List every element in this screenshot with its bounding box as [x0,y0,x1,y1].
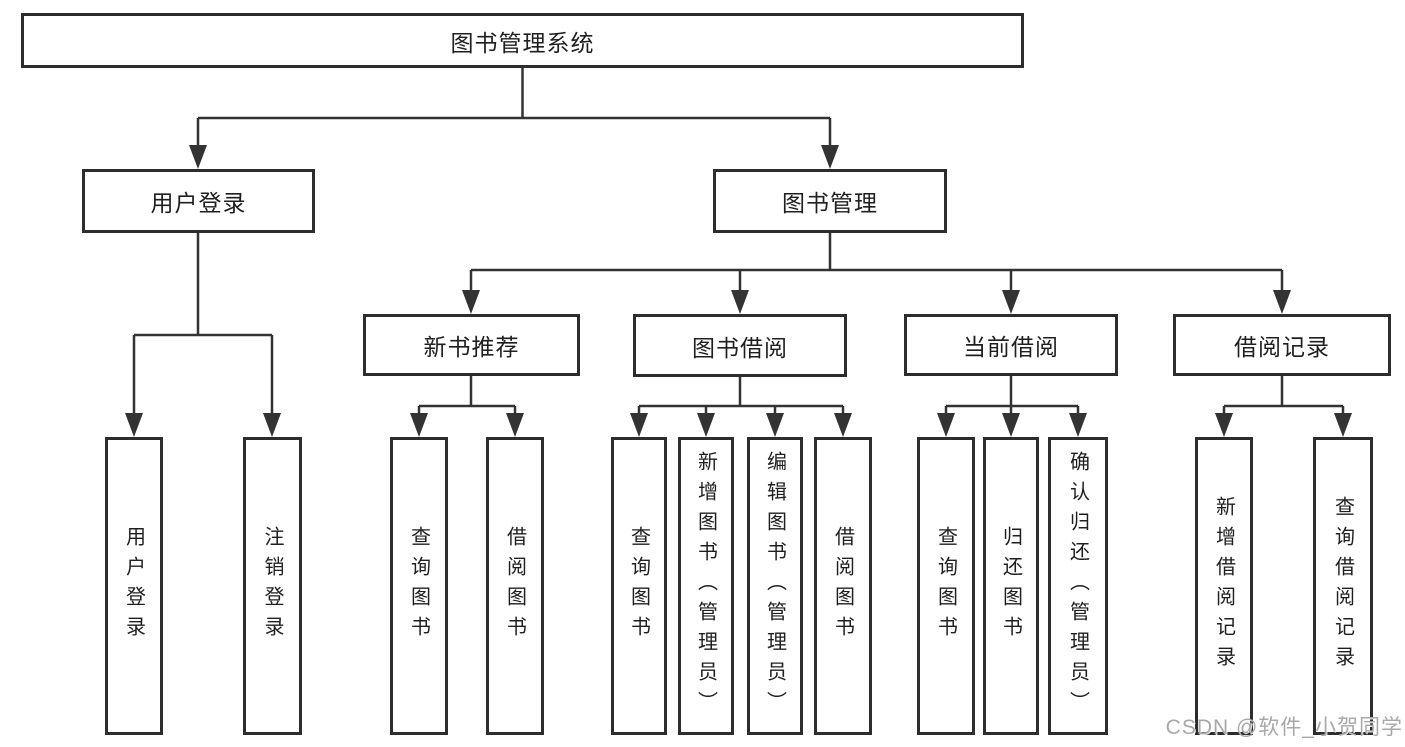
node-borrowing-records: 借阅记录 [1173,314,1391,376]
arrowhead-icon [1334,413,1352,437]
arrowhead-icon [697,413,715,437]
leaf-br-add-borrow-record: 新增借阅记录 [1195,437,1253,735]
arrowhead-icon [630,413,648,437]
arrowhead-icon [1273,290,1291,314]
leaf-bb-add-book-admin: 新增图书（管理员） [678,437,734,735]
node-root: 图书管理系统 [21,13,1024,68]
leaf-bb-borrow-books: 借阅图书 [814,437,872,735]
csdn-watermark: CSDN @软件_小贺同学 [1165,716,1403,739]
arrowhead-icon [410,413,428,437]
arrowhead-icon [937,413,955,437]
leaf-bb-query-books: 查询图书 [611,437,667,735]
arrowhead-icon [1002,290,1020,314]
node-current-borrowing: 当前借阅 [904,314,1118,376]
arrowhead-icon [1002,413,1020,437]
arrowhead-icon [1069,413,1087,437]
leaf-logout: 注销登录 [243,437,302,735]
node-book-borrowing: 图书借阅 [633,314,847,377]
node-book-management: 图书管理 [713,169,947,233]
arrowhead-icon [462,290,480,314]
arrowhead-icon [1215,413,1233,437]
arrowhead-icon [821,145,839,169]
arrowhead-icon [766,413,784,437]
node-user-login: 用户登录 [82,169,315,233]
leaf-cb-query-books: 查询图书 [917,437,975,735]
arrowhead-icon [263,413,281,437]
arrowhead-icon [189,145,207,169]
arrowhead-icon [506,413,524,437]
arrowhead-icon [834,413,852,437]
arrowhead-icon [125,413,143,437]
node-new-book-recommendation: 新书推荐 [363,314,580,376]
leaf-cb-return-books: 归还图书 [983,437,1039,735]
leaf-bb-edit-book-admin: 编辑图书（管理员） [747,437,803,735]
leaf-nbr-query-books: 查询图书 [390,437,448,735]
leaf-cb-confirm-return-admin: 确认归还（管理员） [1048,437,1108,735]
leaf-nbr-borrow-books: 借阅图书 [486,437,544,735]
leaf-user-login: 用户登录 [105,437,163,735]
leaf-br-query-borrow-record: 查询借阅记录 [1313,437,1373,735]
arrowhead-icon [731,290,749,314]
